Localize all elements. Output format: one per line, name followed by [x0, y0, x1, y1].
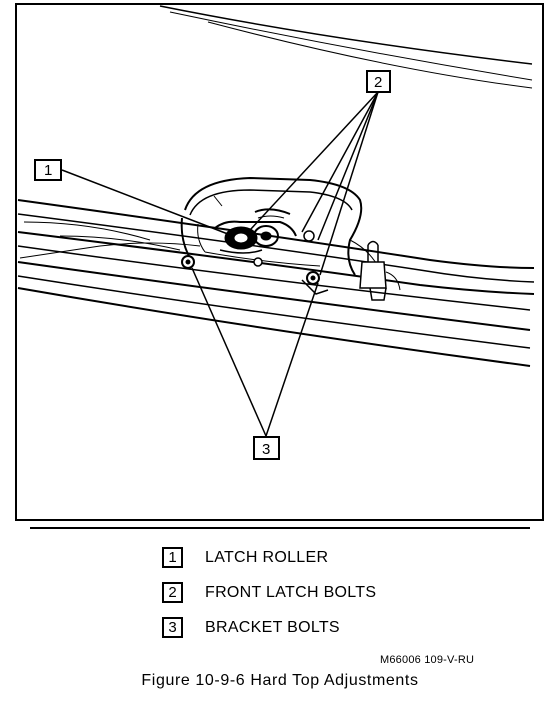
latch-housing: [180, 176, 381, 276]
callout-3-number: 3: [262, 441, 270, 458]
bracket-bolts: [181, 255, 329, 295]
legend-item: 1 LATCH ROLLER: [162, 540, 376, 575]
callout-2-number: 2: [374, 74, 382, 91]
figure-code: M66006 109-V-RU: [380, 654, 475, 666]
callout-1: 1: [34, 159, 62, 181]
legend-item: 3 BRACKET BOLTS: [162, 610, 376, 645]
figure-caption: Figure 10-9-6 Hard Top Adjustments: [141, 672, 419, 689]
leader-lines: [61, 91, 379, 437]
legend-number-box: 3: [162, 617, 183, 638]
legend-number-box: 1: [162, 547, 183, 568]
body-rail-lines: [17, 199, 535, 367]
callout-2: 2: [366, 70, 391, 93]
legend-label: LATCH ROLLER: [205, 548, 329, 566]
guide-pin: [359, 240, 401, 301]
legend-number-box: 2: [162, 582, 183, 603]
illustration-frame: [15, 3, 544, 521]
legend-label: BRACKET BOLTS: [205, 618, 340, 636]
legend-item: 2 FRONT LATCH BOLTS: [162, 575, 376, 610]
callout-1-number: 1: [44, 162, 52, 179]
roof-panel-lines: [159, 5, 533, 89]
legend-label: FRONT LATCH BOLTS: [205, 583, 377, 601]
legend: 1 LATCH ROLLER 2 FRONT LATCH BOLTS 3 BRA…: [162, 540, 376, 645]
latch-roller-assembly: [214, 208, 315, 267]
callout-3: 3: [253, 436, 280, 460]
